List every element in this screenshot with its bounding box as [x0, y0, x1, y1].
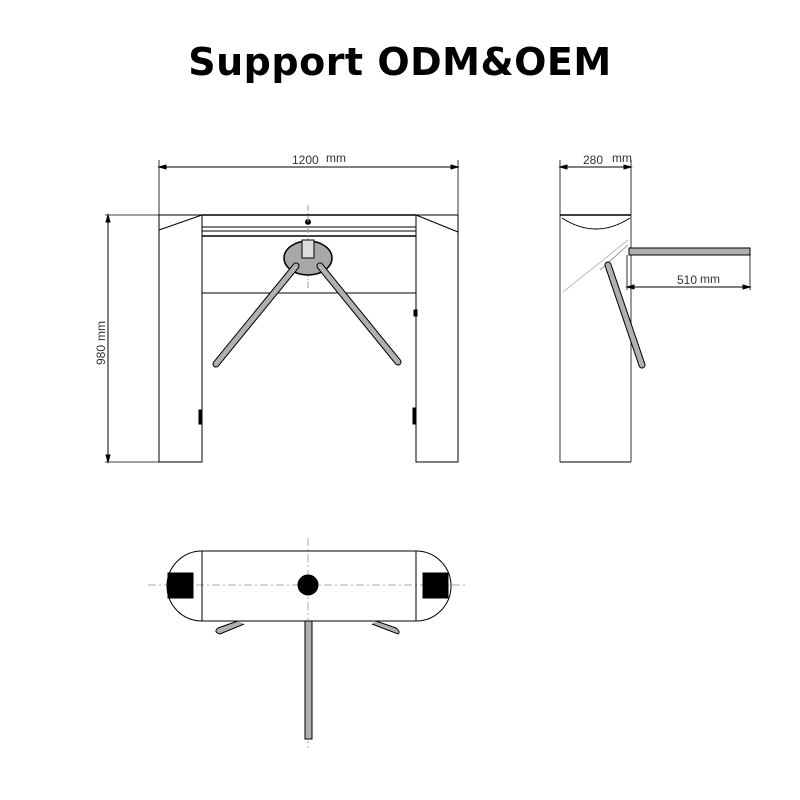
left-arm: [213, 263, 299, 367]
top-long-arm: [304, 620, 313, 740]
depth-dim-value: 280: [583, 153, 603, 167]
height-dim-unit: mm: [94, 321, 108, 341]
arm-dim-value: 510: [677, 273, 697, 287]
top-hub: [297, 574, 319, 596]
page-title: Support ODM&OEM: [188, 40, 612, 84]
right-post: [415, 214, 459, 463]
arm-dim-unit: mm: [700, 272, 720, 286]
top-view: [148, 538, 468, 748]
side-arm: [605, 262, 645, 368]
depth-dim-unit: mm: [612, 151, 632, 165]
side-view: [558, 160, 752, 463]
height-dim-value: 980: [94, 345, 108, 365]
front-view: [105, 160, 460, 464]
right-arm: [317, 263, 401, 365]
width-dim-value: 1200: [292, 153, 319, 167]
width-dim-unit: mm: [326, 151, 346, 165]
left-post: [158, 214, 203, 463]
right-sensor: [422, 572, 449, 599]
left-sensor: [167, 572, 194, 599]
